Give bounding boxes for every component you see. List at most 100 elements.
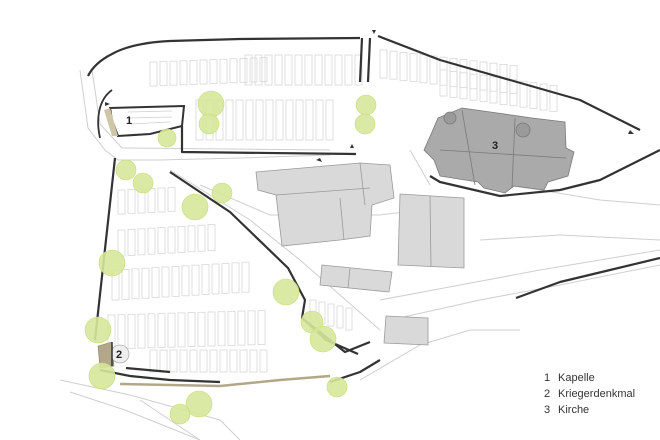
tree — [84, 316, 112, 344]
grave-plot — [389, 50, 398, 80]
marker-3-label: 3 — [492, 140, 498, 152]
grave-plot — [177, 312, 186, 348]
grave-plot — [334, 54, 343, 86]
tree — [169, 403, 191, 425]
tree — [115, 159, 137, 181]
grave-plot — [227, 310, 236, 346]
grave-plot — [305, 99, 314, 141]
grave-plot — [197, 224, 206, 252]
building-east — [397, 193, 465, 269]
grave-plot — [225, 99, 234, 141]
grave-plot — [171, 265, 180, 297]
grave-plot — [244, 54, 253, 86]
grave-plot — [327, 303, 335, 327]
grave-plot — [259, 57, 268, 82]
grave-plot — [469, 60, 478, 90]
tree — [355, 94, 377, 116]
grave-plot — [141, 267, 150, 299]
legend-label: Kriegerdenkmal — [558, 388, 636, 400]
grave-plot — [147, 227, 156, 255]
tree — [326, 376, 348, 398]
grave-plot — [199, 349, 208, 373]
legend-label: Kirche — [558, 404, 590, 416]
grave-plot — [137, 313, 146, 349]
grave-plot — [519, 80, 528, 108]
grave-plot — [117, 189, 126, 215]
grave-plot — [419, 54, 428, 84]
grave-plot — [159, 349, 168, 373]
grave-plot — [254, 54, 263, 86]
grave-plot — [255, 99, 264, 141]
tree — [132, 172, 154, 194]
grave-plot — [529, 82, 538, 109]
grave-plot — [197, 311, 206, 347]
grave-plot — [179, 60, 188, 86]
tree — [272, 278, 300, 306]
grave-plot — [167, 312, 176, 348]
building-annex — [319, 264, 393, 293]
grave-plot — [199, 59, 208, 85]
grave-plot — [479, 61, 488, 91]
grave-plot — [304, 54, 313, 86]
grave-plot — [344, 54, 353, 86]
grave-plot — [157, 227, 166, 255]
grave-plot — [439, 69, 448, 97]
grave-plot — [191, 264, 200, 296]
grave-plot — [229, 349, 238, 373]
grave-plot — [117, 314, 126, 350]
grave-plot — [265, 99, 274, 141]
grave-plot — [237, 310, 246, 346]
grave-plot — [499, 78, 508, 105]
grave-plot — [294, 54, 303, 86]
grave-plot — [189, 60, 198, 85]
grave-plot — [479, 75, 488, 102]
grave-plot — [249, 349, 258, 373]
grave-plot — [159, 61, 168, 86]
grave-plot — [147, 188, 156, 213]
grave-plot — [539, 83, 548, 111]
grave-plot — [231, 262, 240, 294]
grave-plot — [449, 71, 458, 98]
legend-item: 3 Kirche — [544, 402, 635, 418]
grave-plot — [314, 54, 323, 86]
grave-plot — [379, 49, 388, 79]
grave-plot — [221, 262, 230, 294]
grave-plot — [249, 57, 258, 83]
grave-plot — [167, 226, 176, 254]
legend-number: 1 — [544, 372, 551, 384]
grave-plot — [137, 228, 146, 256]
grave-plot — [219, 349, 228, 373]
grave-plot — [157, 187, 166, 213]
cemetery-walls — [87, 34, 660, 384]
legend-number: 2 — [544, 388, 551, 400]
grave-plot — [354, 54, 363, 86]
grave-plot — [167, 187, 176, 212]
tree — [88, 362, 116, 390]
grave-plot — [247, 310, 256, 346]
grave-plot — [209, 59, 218, 84]
grave-plot — [127, 189, 136, 214]
grave-plot — [245, 99, 254, 141]
grave-plot — [257, 310, 266, 345]
tree — [157, 128, 177, 148]
grave-plot — [131, 268, 140, 300]
grave-plot — [459, 59, 468, 88]
church-kirche — [423, 107, 575, 194]
tree — [181, 193, 209, 221]
legend: 1 Kapelle 2 Kriegerdenkmal 3 Kirche — [544, 370, 635, 418]
small-access-markers — [105, 30, 634, 162]
grave-plot — [157, 313, 166, 348]
grave-plot — [201, 264, 210, 296]
grave-plot — [336, 305, 344, 329]
grave-plot — [284, 54, 293, 86]
grave-plot — [207, 311, 216, 347]
footpaths — [59, 69, 660, 440]
grave-plot — [399, 52, 408, 81]
grave-plot — [179, 349, 188, 373]
grave-plot — [187, 225, 196, 253]
tree — [211, 182, 233, 204]
grave-plot — [259, 349, 268, 373]
grave-plot — [149, 61, 158, 87]
